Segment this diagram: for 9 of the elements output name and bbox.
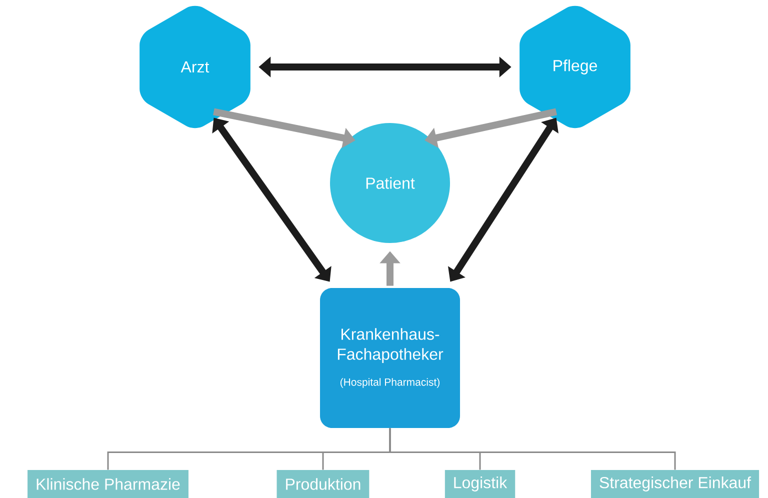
circle-node: Patient — [330, 123, 450, 243]
hexagon: Pflege — [520, 6, 630, 128]
rounded-box: Krankenhaus- Fachapotheker (Hospital Pharmacist) — [320, 288, 460, 428]
category-box: Klinische Pharmazie — [28, 470, 188, 498]
connector-line — [389, 428, 676, 470]
hexagon: Arzt — [140, 6, 250, 128]
category-box: Strategischer Einkauf — [590, 470, 760, 498]
category-box: Produktion — [276, 470, 370, 498]
category-box: Logistik — [444, 470, 516, 498]
